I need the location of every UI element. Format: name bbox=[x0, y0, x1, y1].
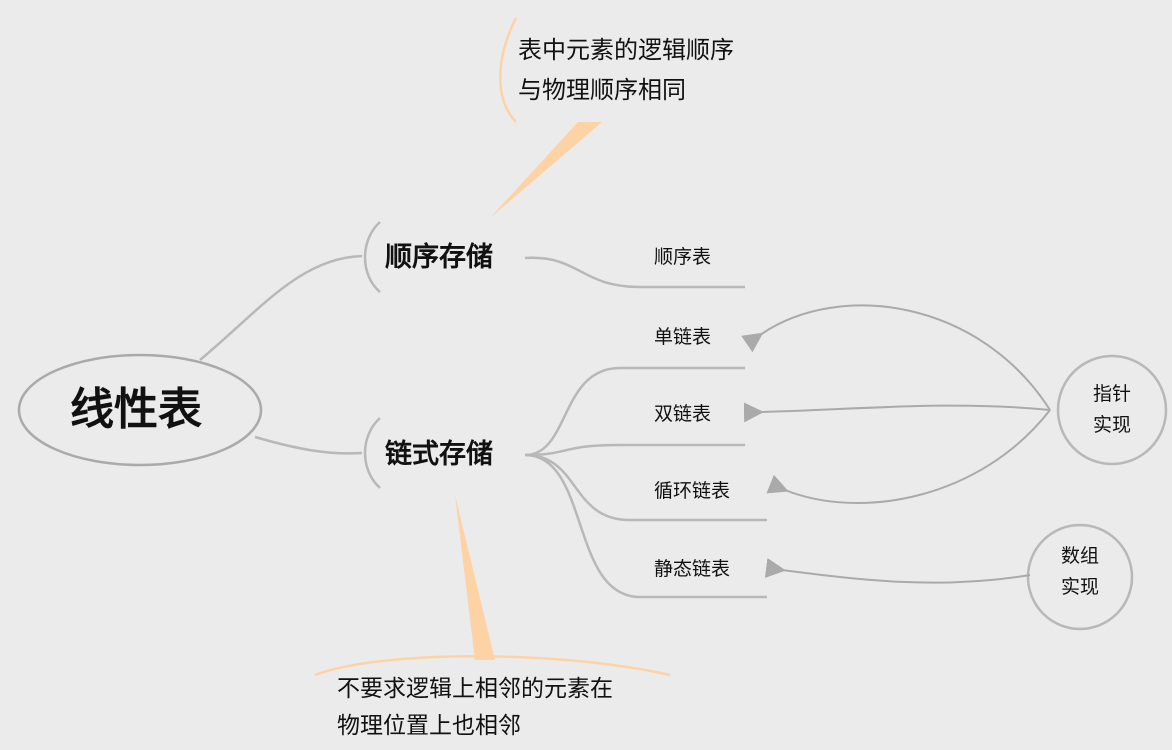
connector-singly bbox=[524, 366, 745, 457]
top-callout-line: 表中元素的逻辑顺序 bbox=[518, 36, 734, 64]
arrow-to-doubly bbox=[743, 402, 1051, 423]
leaf-static-linked[interactable]: 静态链表 bbox=[654, 558, 731, 580]
leaf-singly-linked[interactable]: 单链表 bbox=[654, 326, 712, 348]
pointer-impl-outline bbox=[1056, 354, 1168, 466]
bottom-callout-text: 不要求逻辑上相邻的元素在 物理位置上也相邻 bbox=[337, 671, 613, 745]
pointer-impl-line: 指针 bbox=[1092, 383, 1131, 405]
top-callout-bracket bbox=[499, 17, 518, 123]
arrow-to-circular bbox=[766, 409, 1051, 504]
bottom-callout-line: 物理位置上也相邻 bbox=[337, 713, 521, 739]
branch-linked-storage[interactable]: 链式存储 bbox=[385, 439, 493, 470]
connector-root-linked bbox=[254, 435, 363, 455]
top-callout-pointer bbox=[490, 122, 602, 218]
bottom-callout-pointer bbox=[455, 495, 495, 660]
connector-doubly bbox=[524, 443, 745, 457]
array-impl-outline bbox=[1026, 523, 1134, 631]
root-node[interactable]: 线性表 bbox=[70, 384, 202, 435]
array-impl-line: 数组 bbox=[1060, 545, 1099, 567]
branch-sequential-storage[interactable]: 顺序存储 bbox=[385, 242, 493, 273]
leaf-doubly-linked[interactable]: 双链表 bbox=[654, 403, 712, 425]
connector-circular bbox=[524, 453, 767, 522]
bottom-callout-bracket bbox=[314, 655, 671, 677]
arrow-to-singly bbox=[741, 304, 1051, 411]
top-callout-text: 表中元素的逻辑顺序 与物理顺序相同 bbox=[518, 30, 734, 110]
top-callout-line: 与物理顺序相同 bbox=[518, 76, 686, 104]
bottom-callout-line: 不要求逻辑上相邻的元素在 bbox=[337, 676, 613, 702]
leaf-sequential-table[interactable]: 顺序表 bbox=[654, 246, 712, 268]
arrow-to-static bbox=[764, 558, 1031, 584]
connector-root-sequential bbox=[199, 254, 363, 361]
linked-bracket bbox=[363, 417, 381, 489]
root-node-outline bbox=[17, 353, 263, 467]
connector-static bbox=[524, 453, 767, 599]
pointer-impl-line: 实现 bbox=[1092, 414, 1131, 436]
leaf-circular-linked[interactable]: 循环链表 bbox=[654, 480, 731, 502]
array-implementation-node[interactable]: 数组 实现 bbox=[1050, 541, 1110, 603]
array-impl-line: 实现 bbox=[1060, 576, 1099, 598]
connector-sequential-table bbox=[524, 256, 745, 289]
sequential-bracket bbox=[363, 221, 381, 293]
pointer-implementation-node[interactable]: 指针 实现 bbox=[1082, 379, 1142, 441]
